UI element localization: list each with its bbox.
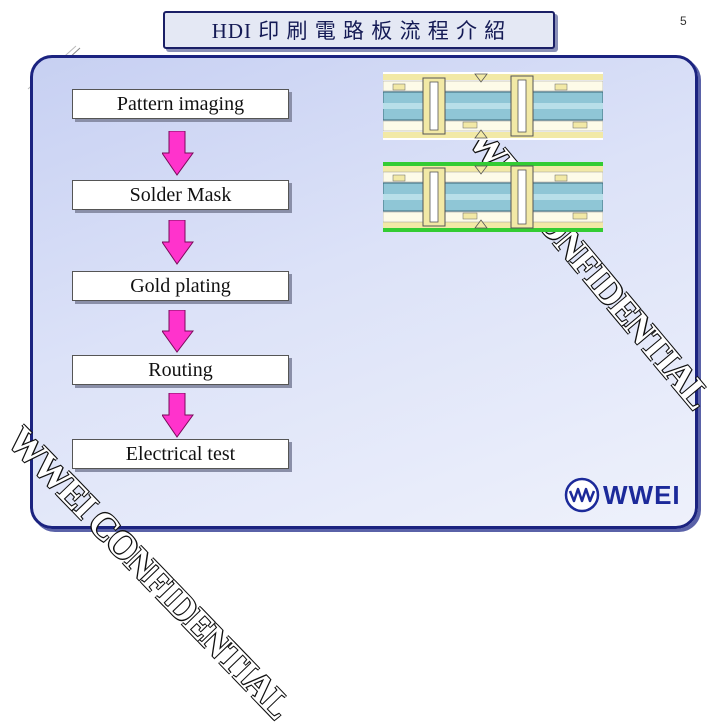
arrow-down-icon [162,220,194,265]
wwei-logo-icon [564,477,600,513]
arrow-down-icon [162,131,194,176]
arrow-down-icon [162,310,194,353]
step-gold-plating: Gold plating [72,271,289,301]
page-number: 5 [680,14,687,28]
arrow-down-icon [162,393,194,438]
step-electrical-test: Electrical test [72,439,289,469]
logo-text: WWEI [603,479,681,510]
step-pattern-imaging: Pattern imaging [72,89,289,119]
step-routing: Routing [72,355,289,385]
step-solder-mask: Solder Mask [72,180,289,210]
slide-title: HDI 印 刷 電 路 板 流 程 介 紹 [163,11,555,49]
pcb-cross-section-pattern [383,72,603,140]
pcb-cross-section-solder-mask [383,162,603,232]
company-logo: WWEI [564,477,681,513]
